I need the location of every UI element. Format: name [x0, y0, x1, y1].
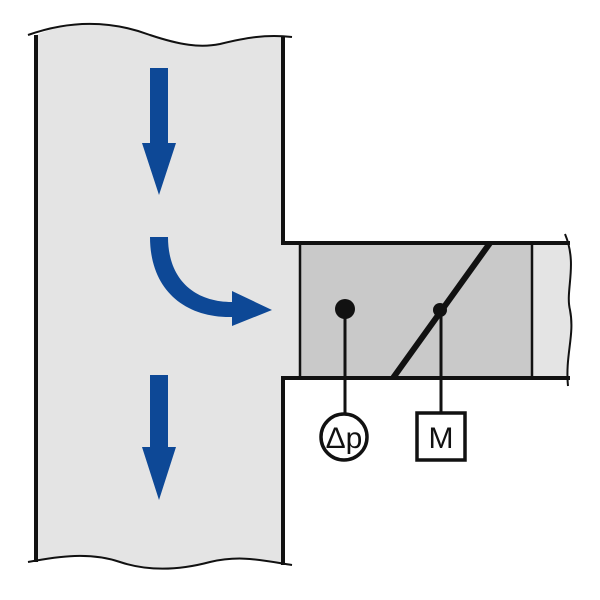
branch-duct-break — [564, 233, 573, 387]
flow-arrow-down-icon — [142, 68, 176, 195]
pressure-sensor-icon: Δp — [319, 412, 369, 462]
branch-duct-end — [532, 243, 572, 378]
pressure-sensor-label: Δp — [326, 422, 363, 455]
motor-actuator-icon: M — [415, 411, 467, 462]
main-duct-right-wall-upper — [281, 37, 300, 245]
main-duct-bottom-break — [27, 554, 293, 570]
damper-section — [300, 243, 532, 378]
flow-arrow-branch-icon — [150, 237, 272, 326]
actuator-label: M — [429, 422, 454, 455]
main-duct-top-break — [27, 22, 293, 47]
main-duct-right-wall-lower — [281, 376, 300, 565]
main-duct — [36, 23, 300, 569]
flow-arrow-down-lower-icon — [142, 375, 176, 500]
